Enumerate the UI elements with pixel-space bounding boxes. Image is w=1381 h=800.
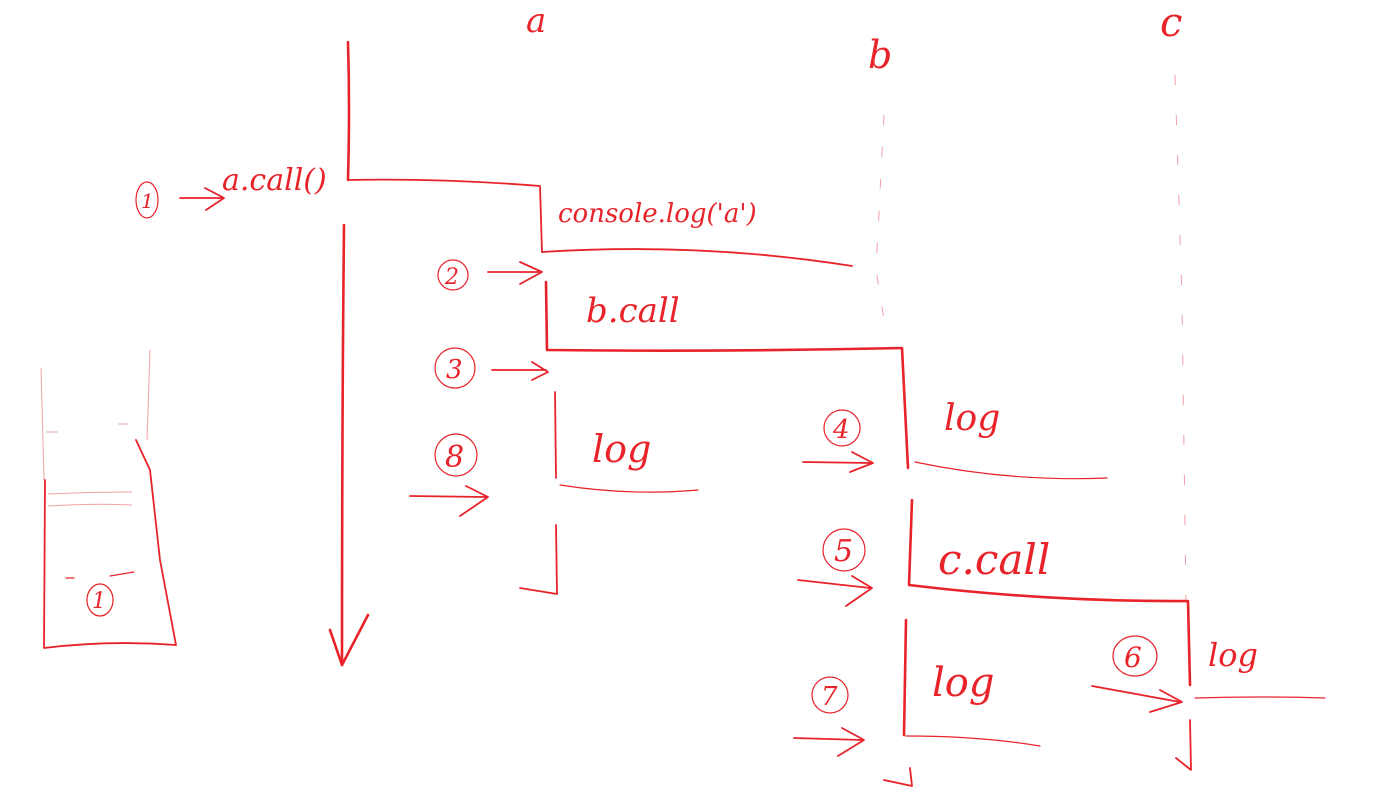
stack-slot-1 bbox=[46, 423, 128, 433]
label-log-a: log bbox=[592, 427, 651, 471]
arrow-step-6 bbox=[1091, 685, 1183, 713]
log-c-underline bbox=[1194, 696, 1326, 699]
column-label-a: a bbox=[526, 1, 546, 41]
stack-item-label: 1 bbox=[92, 589, 106, 614]
stack-container: 1 bbox=[40, 349, 177, 649]
step-marker-4: 4 bbox=[823, 409, 861, 447]
stack-slot-2 bbox=[47, 491, 133, 507]
step-label-6: 6 bbox=[1124, 641, 1142, 674]
log-b1-underline bbox=[914, 461, 1108, 480]
step-label-1: 1 bbox=[141, 189, 154, 213]
b-call-frame bbox=[544, 280, 910, 470]
console-log-underline bbox=[541, 248, 853, 267]
step-label-3: 3 bbox=[446, 355, 463, 385]
main-timeline-lower bbox=[340, 223, 346, 667]
log-a-underline bbox=[559, 484, 699, 493]
stack-right-wall-faint bbox=[146, 349, 151, 441]
frame-b-bottom-arrow bbox=[883, 767, 913, 787]
frame-a-bottom bbox=[519, 524, 558, 595]
step-marker-2: 2 bbox=[437, 259, 469, 291]
stack-slot-3 bbox=[65, 571, 135, 579]
column-label-b: b bbox=[868, 33, 892, 77]
label-console-log: console.log('a') bbox=[558, 199, 757, 229]
frame-b-lower bbox=[902, 618, 908, 737]
main-timeline-arrow bbox=[346, 40, 351, 182]
step-marker-5: 5 bbox=[822, 528, 866, 572]
step-marker-3: 3 bbox=[434, 347, 476, 389]
arrow-step-4 bbox=[802, 451, 874, 473]
label-b-call: b.call bbox=[586, 291, 680, 331]
arrow-step-5 bbox=[797, 575, 873, 607]
stack-left-wall-faint bbox=[40, 367, 45, 481]
label-c-call: c.call bbox=[938, 535, 1050, 584]
frame-a-lower bbox=[554, 391, 557, 479]
step-label-8: 8 bbox=[445, 440, 464, 475]
label-log-b1: log bbox=[944, 398, 1000, 439]
arrow-step-1 bbox=[179, 187, 225, 211]
step-label-7: 7 bbox=[821, 682, 838, 712]
column-label-c: c bbox=[1160, 0, 1182, 46]
step-marker-7: 7 bbox=[811, 676, 849, 714]
label-log-b2: log bbox=[932, 660, 994, 706]
stack-body bbox=[43, 439, 177, 649]
step-marker-6: 6 bbox=[1112, 635, 1158, 677]
step-label-2: 2 bbox=[444, 265, 459, 290]
c-call-frame bbox=[907, 498, 1192, 687]
step-label-4: 4 bbox=[832, 415, 850, 445]
label-log-c: log bbox=[1208, 636, 1258, 674]
arrow-step-7 bbox=[793, 727, 865, 757]
a-call-branch bbox=[347, 178, 543, 253]
arrow-step-3 bbox=[491, 361, 549, 381]
step-label-5: 5 bbox=[834, 534, 853, 569]
log-b2-underline bbox=[905, 735, 1041, 747]
arrow-step-8 bbox=[409, 485, 489, 517]
stack-item-marker bbox=[86, 583, 114, 617]
lifeline-b bbox=[875, 114, 885, 321]
label-a-call: a.call() bbox=[222, 163, 327, 198]
main-timeline-arrowhead bbox=[328, 613, 370, 667]
step-marker-1: 1 bbox=[135, 181, 159, 219]
frame-c-bottom-arrow bbox=[1175, 719, 1192, 771]
step-marker-8: 8 bbox=[434, 433, 478, 477]
arrow-step-2 bbox=[487, 261, 543, 285]
lifeline-c bbox=[1174, 74, 1187, 601]
